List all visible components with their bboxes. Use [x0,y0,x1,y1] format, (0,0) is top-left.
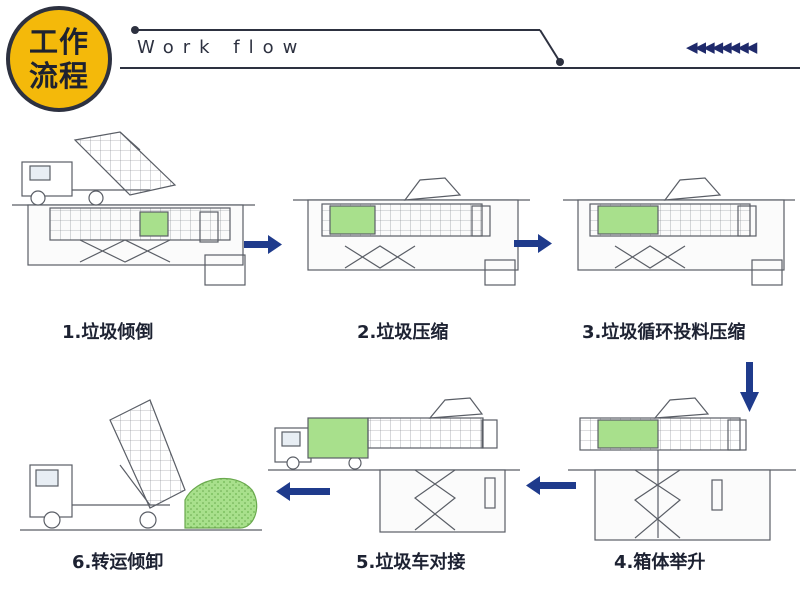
badge-line-1: 工作 [28,25,89,59]
step-2-label: 2.垃圾压缩 [357,322,449,343]
stage-5-illustration [268,397,520,533]
stage-3-illustration [563,177,795,286]
workflow-title: Work flow [137,37,307,58]
badge-line-2: 流程 [28,59,89,93]
step-6-label: 6.转运倾卸 [72,552,164,573]
arrow-down-icon [740,362,759,412]
arrow-left-1-icon [526,476,576,495]
arrow-right-1-icon [244,235,282,254]
step-5-label: 5.垃圾车对接 [356,552,466,573]
step-4-label: 4.箱体举升 [614,552,706,573]
header-lines [120,26,800,69]
arrow-left-2-icon [276,482,330,501]
arrow-right-2-icon [514,234,552,253]
header: 工作 流程 Work flow ◀◀◀◀◀◀◀◀ [0,0,800,120]
stage-4-illustration [568,397,796,541]
step-3-label: 3.垃圾循环投料压缩 [582,322,746,343]
workflow-badge: 工作 流程 [6,6,112,112]
stage-2-illustration [293,177,530,286]
decorative-arrows-icon: ◀◀◀◀◀◀◀◀ [686,38,757,56]
stage-1-illustration [12,131,255,286]
step-1-label: 1.垃圾倾倒 [62,322,154,343]
stage-6-illustration [20,399,262,531]
